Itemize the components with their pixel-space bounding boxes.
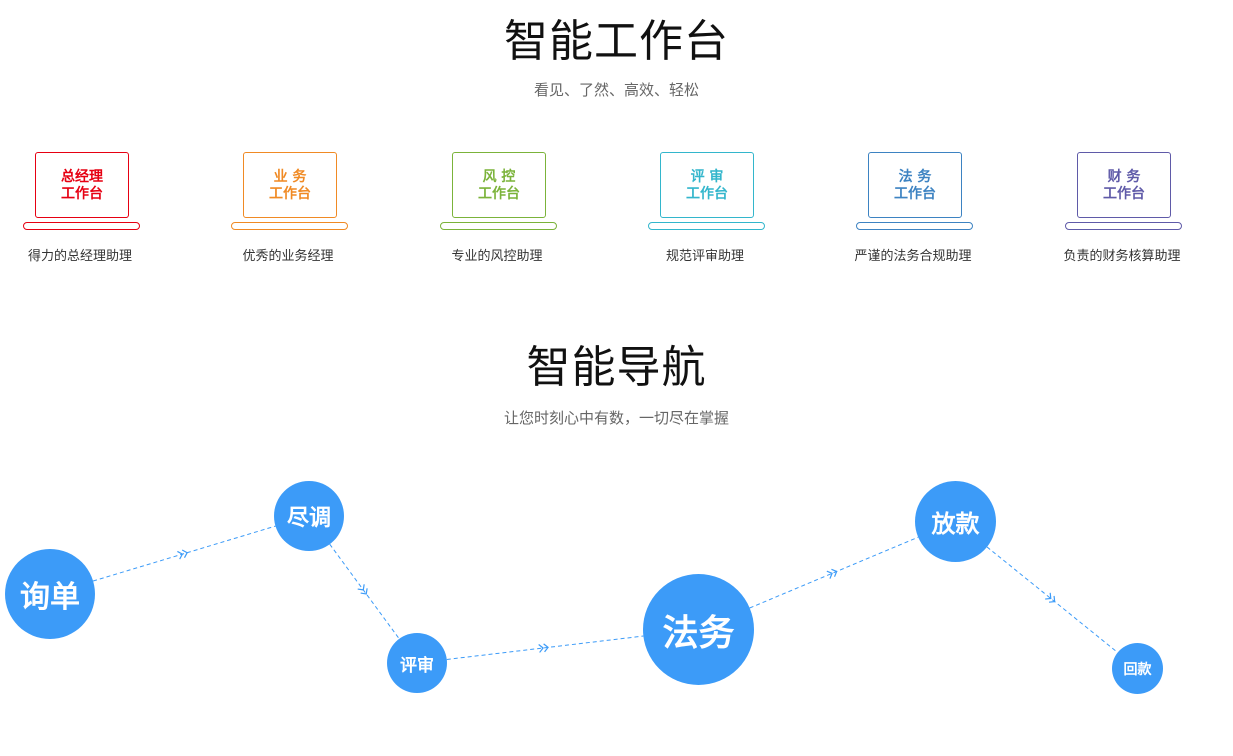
flow-node-label: 评审 (400, 655, 434, 676)
section-title-navigation: 智能导航 (526, 342, 707, 393)
laptop-base-icon (856, 222, 973, 230)
workstation-name-suffix: 工作台 (1103, 186, 1145, 202)
workstation-caption: 规范评审助理 (665, 249, 744, 264)
section-subtitle-workbench: 看见、了然、高效、轻松 (533, 81, 699, 99)
laptop-base-icon (231, 222, 348, 230)
double-chevron-arrow-icon (177, 549, 188, 560)
flow-node-repayment[interactable]: 回款 (1112, 643, 1163, 694)
workstation-caption: 严谨的法务合规助理 (854, 249, 972, 264)
flow-connector-line (329, 543, 400, 640)
workstation-name: 风 控 (482, 169, 516, 185)
workstation-name-suffix: 工作台 (894, 186, 936, 202)
flow-connector-line (446, 635, 644, 660)
workstation-caption: 专业的风控助理 (451, 249, 543, 264)
laptop-base-icon (648, 222, 765, 230)
flow-node-label: 放款 (931, 510, 980, 538)
flow-connector-line (986, 546, 1118, 653)
workstation-card-legal[interactable]: 法 务 工作台 严谨的法务合规助理 (843, 152, 983, 267)
workstation-name-suffix: 工作台 (269, 186, 311, 202)
laptop-base-icon (440, 222, 557, 230)
laptop-base-icon (1065, 222, 1182, 230)
workstation-caption: 得力的总经理助理 (27, 249, 132, 264)
workstation-card-ceo[interactable]: 总经理 工作台 得力的总经理助理 (10, 152, 150, 267)
workstation-card-finance[interactable]: 财 务 工作台 负责的财务核算助理 (1052, 152, 1192, 267)
laptop-screen-icon: 评 审 工作台 (660, 152, 754, 218)
section-subtitle-navigation: 让您时刻心中有数，一切尽在掌握 (503, 409, 729, 427)
workstation-name-suffix: 工作台 (686, 186, 728, 202)
laptop-screen-icon: 总经理 工作台 (35, 152, 129, 218)
flow-node-label: 询单 (20, 580, 80, 615)
workstation-name-suffix: 工作台 (61, 186, 103, 202)
workstation-caption: 优秀的业务经理 (242, 249, 334, 264)
laptop-screen-icon: 业 务 工作台 (243, 152, 337, 218)
flow-node-inquiry[interactable]: 询单 (5, 549, 95, 639)
workstation-name-suffix: 工作台 (478, 186, 520, 202)
laptop-screen-icon: 法 务 工作台 (868, 152, 962, 218)
flow-node-label: 回款 (1123, 661, 1152, 678)
laptop-base-icon (23, 222, 140, 230)
flow-node-label: 尽调 (286, 506, 331, 531)
flow-connector-line (749, 536, 919, 609)
flow-node-review[interactable]: 评审 (387, 633, 447, 693)
workstation-name: 总经理 (61, 169, 103, 185)
workstation-name: 业 务 (273, 169, 307, 185)
workstation-name: 法 务 (898, 169, 932, 185)
flow-node-label: 法务 (662, 612, 735, 654)
flow-connector-line (92, 525, 276, 582)
double-chevron-arrow-icon (826, 568, 838, 579)
workstation-name: 财 务 (1107, 169, 1141, 185)
workstation-card-business[interactable]: 业 务 工作台 优秀的业务经理 (218, 152, 358, 267)
section-title-workbench: 智能工作台 (504, 16, 729, 67)
workstation-caption: 负责的财务核算助理 (1063, 249, 1181, 264)
workstation-name: 评 审 (690, 169, 724, 185)
double-chevron-arrow-icon (357, 584, 368, 595)
laptop-screen-icon: 财 务 工作台 (1077, 152, 1171, 218)
workstation-card-review[interactable]: 评 审 工作台 规范评审助理 (635, 152, 775, 267)
laptop-screen-icon: 风 控 工作台 (452, 152, 546, 218)
flow-node-loan-release[interactable]: 放款 (915, 481, 996, 562)
flow-node-due-diligence[interactable]: 尽调 (274, 481, 344, 551)
workstation-card-risk[interactable]: 风 控 工作台 专业的风控助理 (427, 152, 567, 267)
double-chevron-arrow-icon (1045, 592, 1056, 603)
flow-node-legal[interactable]: 法务 (643, 574, 754, 685)
double-chevron-arrow-icon (538, 643, 549, 653)
